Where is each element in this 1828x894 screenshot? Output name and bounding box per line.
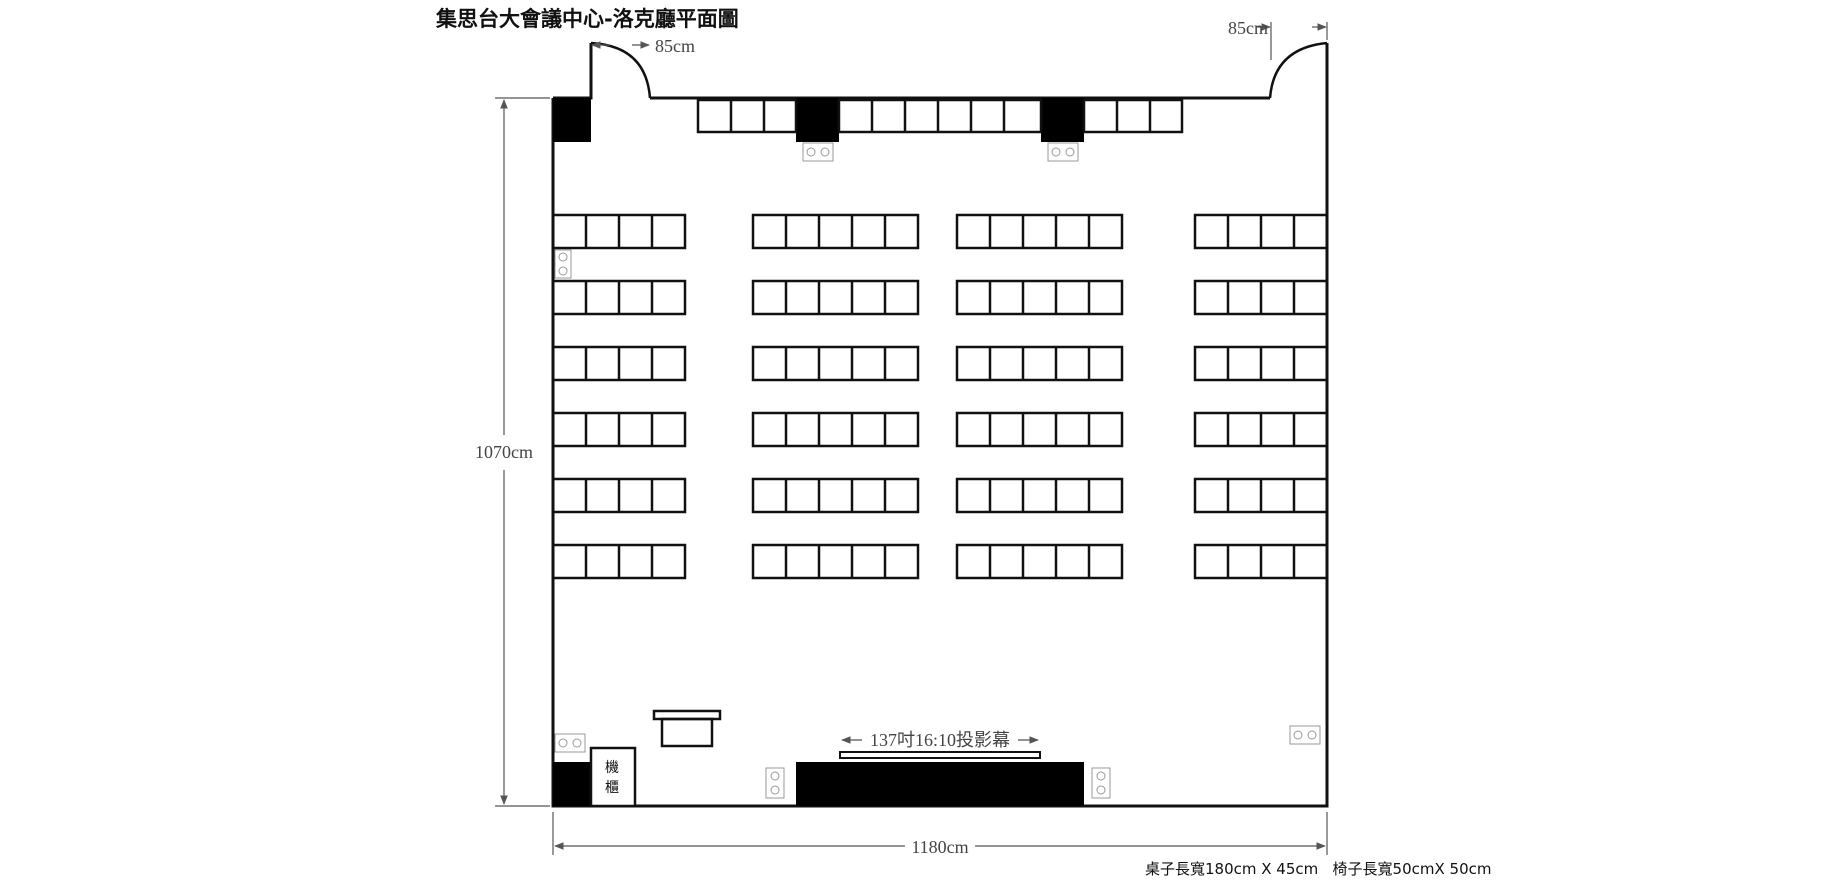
- cabinet-label-bottom: 櫃: [605, 780, 619, 796]
- dim-door-left-label: 85cm: [655, 36, 695, 56]
- pillar-bottom-left: [553, 762, 591, 806]
- table-row-center-right-4: [955, 411, 1124, 448]
- table-row-left-6: [551, 543, 687, 580]
- dim-door-left: 85cm: [591, 36, 695, 56]
- table-row-center-left-1: [751, 213, 920, 250]
- stage-platform: [796, 762, 1084, 806]
- pillars: [553, 98, 1084, 806]
- dim-height: 1070cm: [475, 97, 550, 807]
- table-row-center-right-5: [955, 477, 1124, 514]
- table-row-left-1: [551, 213, 687, 250]
- table-row-center-left-6: [751, 543, 920, 580]
- pillar-top-middle: [796, 98, 839, 142]
- plan-title: 集思台大會議中心-洛克廳平面圖: [435, 7, 739, 31]
- outlet-icon: [1047, 142, 1079, 162]
- pillar-top-right: [1041, 98, 1084, 142]
- table-row-center-right-3: [955, 345, 1124, 382]
- table-row-center-right-6: [955, 543, 1124, 580]
- door-right: [1268, 41, 1328, 99]
- table-row-left-4: [551, 411, 687, 448]
- door-left: [590, 41, 652, 99]
- table-row-center-left-2: [751, 279, 920, 316]
- table-row-right-1: [1193, 213, 1329, 250]
- dim-height-label: 1070cm: [475, 442, 533, 462]
- power-outlets: [554, 142, 1321, 799]
- table-row-right-2: [1193, 279, 1329, 316]
- table-row-left-5: [551, 477, 687, 514]
- room-walls: [551, 43, 1329, 808]
- pillar-top-left: [553, 98, 591, 142]
- outlet-icon: [765, 767, 785, 799]
- dim-door-right-label: 85cm: [1228, 18, 1268, 38]
- outlet-icon: [554, 249, 572, 279]
- furniture-size-note: 桌子長寬180cm X 45cm 椅子長寬50cmX 50cm: [1145, 860, 1492, 878]
- table-row-center-left-5: [751, 477, 920, 514]
- cabinet-label-top: 機: [605, 760, 619, 776]
- podium: [652, 709, 722, 748]
- classroom-tables: [551, 213, 1329, 580]
- table-row-left-2: [551, 279, 687, 316]
- table-row-center-left-4: [751, 411, 920, 448]
- table-row-center-left-3: [751, 345, 920, 382]
- screen-label: 137吋16:10投影幕: [870, 730, 1010, 750]
- table-row-center-right-1: [955, 213, 1124, 250]
- dim-width: 1180cm: [552, 812, 1328, 857]
- table-row-right-5: [1193, 477, 1329, 514]
- projection-screen: 137吋16:10投影幕: [839, 730, 1041, 759]
- cabinet: 機 櫃: [589, 746, 637, 808]
- table-row-center-right-2: [955, 279, 1124, 316]
- outlet-icon: [1091, 767, 1111, 799]
- table-row-left-3: [551, 345, 687, 382]
- dim-width-label: 1180cm: [911, 837, 968, 857]
- outlet-icon: [802, 142, 834, 162]
- table-row-right-6: [1193, 543, 1329, 580]
- top-wall-seats: [696, 98, 1184, 134]
- dim-door-right: 85cm: [1228, 18, 1328, 60]
- table-row-right-4: [1193, 411, 1329, 448]
- table-row-right-3: [1193, 345, 1329, 382]
- outlet-icon: [1289, 725, 1321, 745]
- outlet-icon: [554, 733, 586, 753]
